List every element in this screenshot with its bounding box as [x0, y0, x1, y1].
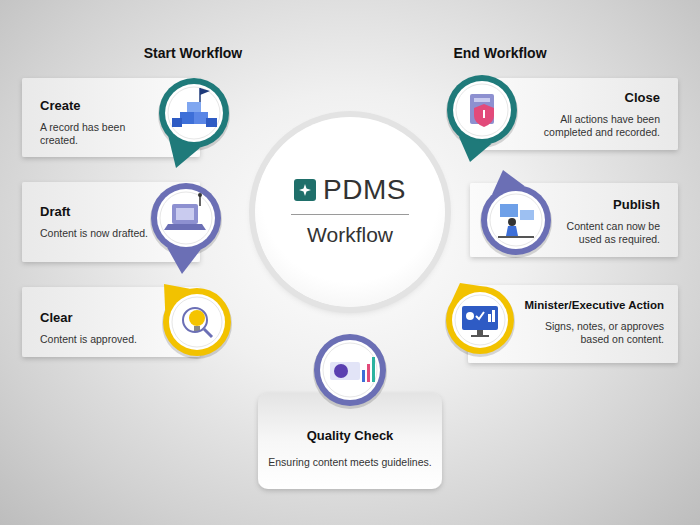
step-description: Content is approved. — [40, 333, 158, 346]
bubble-ring — [314, 334, 386, 406]
clear-illustration — [183, 308, 212, 337]
panel-background — [470, 183, 678, 257]
bubble-ring — [481, 185, 551, 255]
bubble-pointer — [167, 247, 200, 274]
icon-bubble — [446, 75, 518, 162]
bubble-face — [320, 340, 380, 400]
bubble-inner-ring — [172, 297, 222, 347]
step-panel: PublishContent can now be used as requir… — [470, 183, 678, 257]
create-illustration — [172, 88, 217, 127]
quality-illustration — [330, 357, 375, 382]
step-title: Publish — [542, 197, 660, 213]
bubble-face — [165, 84, 223, 142]
step-description: Signs, notes, or approves based on conte… — [514, 320, 664, 346]
step-panel: Minister/Executive ActionSigns, notes, o… — [468, 285, 678, 363]
column-heading: Start Workflow — [93, 45, 293, 61]
bubble-inner-ring — [168, 87, 220, 139]
publish-illustration — [498, 204, 534, 237]
bubble-pointer — [459, 136, 492, 162]
bubble-ring — [151, 183, 221, 253]
step-description: Content is now drafted. — [40, 227, 150, 240]
icon-bubble — [313, 334, 387, 409]
bubble-inner-ring — [160, 192, 212, 244]
bubble-face — [157, 189, 215, 247]
minister-illustration — [462, 306, 498, 337]
icon-bubble — [150, 183, 222, 274]
step-description: All actions have been completed and reco… — [525, 113, 660, 139]
brand-name: PDMS — [323, 175, 406, 205]
step-description: Ensuring content meets guidelines. — [264, 456, 436, 469]
bubble-inner-ring — [490, 194, 542, 246]
step-description: A record has been created. — [40, 121, 152, 147]
bubble-face — [169, 294, 225, 350]
draft-illustration — [164, 193, 206, 230]
step-title: Minister/Executive Action — [514, 297, 664, 313]
step-panel: ClearContent is approved. — [22, 287, 200, 357]
bubble-inner-ring — [323, 343, 377, 397]
step-title: Draft — [40, 204, 150, 220]
step-panel: Create A record has been created. — [22, 78, 200, 157]
icon-bubble — [445, 283, 515, 357]
step-title: Close — [525, 90, 660, 106]
bubble-pointer — [492, 170, 524, 194]
divider-line — [291, 214, 409, 215]
icon-bubble — [158, 78, 230, 168]
bubble-inner-ring — [456, 84, 508, 136]
center-circle: PDMS Workflow — [255, 117, 445, 307]
logo-row: PDMS — [255, 175, 445, 205]
bubble-face — [453, 81, 511, 139]
bubble-shadow — [446, 76, 518, 148]
bubble-ring — [447, 75, 517, 145]
step-panel: Quality CheckEnsuring content meets guid… — [258, 393, 442, 489]
bubble-shadow — [158, 79, 230, 151]
step-description: Content can now be used as required. — [542, 220, 660, 246]
logo-mark — [294, 179, 316, 201]
bubble-shadow — [150, 184, 222, 256]
bubble-shadow — [480, 186, 552, 258]
step-title: Create — [40, 98, 152, 114]
icon-bubble — [162, 284, 232, 359]
column-heading: End Workflow — [400, 45, 600, 61]
bubble-shadow — [313, 335, 387, 409]
step-title: Clear — [40, 310, 158, 326]
logo-star — [294, 179, 316, 201]
bubble-inner-ring — [455, 295, 505, 345]
icon-bubble — [480, 170, 552, 258]
step-panel: DraftContent is now drafted. — [22, 182, 200, 262]
bubble-face — [452, 292, 508, 348]
bubble-face — [487, 191, 545, 249]
center-subtitle: Workflow — [255, 223, 445, 247]
step-panel: CloseAll actions have been completed and… — [470, 78, 678, 150]
close-illustration — [470, 94, 494, 127]
step-title: Quality Check — [264, 428, 436, 444]
